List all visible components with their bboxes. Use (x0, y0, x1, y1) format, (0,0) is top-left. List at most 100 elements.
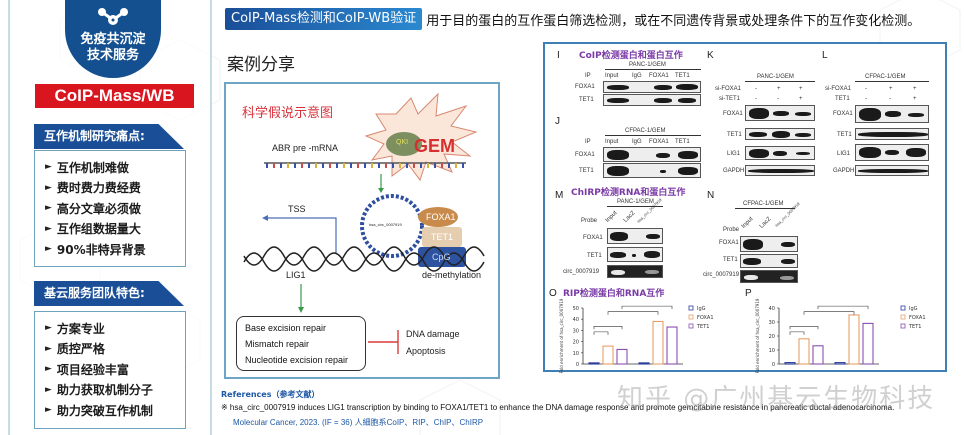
condition-value: + (889, 86, 893, 92)
lane-label: Input (605, 73, 619, 79)
diagram-title: 科学假说示意图 (242, 106, 334, 121)
list-item-label: 互作组数据量大 (56, 222, 141, 237)
row-label: FOXA1 (575, 84, 595, 90)
list-item-label: 方案专业 (56, 321, 105, 336)
blot-strip (603, 94, 701, 106)
mrna-bases (266, 163, 464, 168)
banner-description: 用于目的蛋白的互作蛋白筛选检测，或在不同遗传背景或处理条件下的互作变化检测。 (426, 13, 921, 29)
coip-badge: CoIP-Mass/WB (35, 84, 194, 108)
tet1-protein-icon (422, 227, 462, 247)
blot-strip (603, 81, 701, 93)
svg-text:30: 30 (573, 328, 579, 334)
references: References（参考文献） ※ hsa_circ_0007919 indu… (221, 389, 894, 427)
svg-text:40: 40 (573, 317, 579, 323)
condition-value: - (889, 96, 891, 102)
blot-strip (607, 228, 663, 244)
hypothesis-illustration (243, 92, 485, 354)
repair-item: Mismatch repair (245, 339, 310, 349)
lane-label: TET1 (675, 139, 690, 145)
panel-i-title: CoIP检测蛋白和蛋白互作 (579, 51, 683, 61)
list-item: ►高分文章必须做 (45, 198, 185, 219)
svg-text:10: 10 (573, 351, 579, 357)
reference-journal: Molecular Cancer, 2023. (IF = 36) 人細胞系Co… (233, 418, 484, 427)
team-features-list: ►方案专业 ►质控严格 ►项目经验丰富 ►助力获取机制分子 ►助力突破互作机制 (34, 311, 186, 429)
blot-strip (603, 163, 701, 178)
team-features-heading: 基云服务团队特色: (34, 281, 184, 306)
row-label: GAPDH (833, 168, 855, 174)
lane-label: Input (604, 210, 619, 224)
panel-i-cell: PANC-1/GEM (629, 62, 666, 68)
blot-strip (740, 236, 798, 252)
list-item-label: 项目经验丰富 (56, 362, 129, 377)
foxa1-label: FOXA1 (426, 212, 456, 222)
blot-strip (740, 254, 798, 268)
svg-text:Fold enrichment of hsa_circ_00: Fold enrichment of hsa_circ_0007919 (755, 298, 760, 373)
list-item-label: 高分文章必须做 (56, 201, 141, 216)
probe-label: Probe (581, 218, 598, 224)
blot-strip (855, 144, 929, 161)
list-item-label: 助力突破互作机制 (56, 403, 153, 418)
panel-o-title: RIP检测蛋白和RNA互作 (563, 289, 665, 299)
bullet-arrow-icon: ► (45, 223, 52, 234)
repair-pathways-box: Base excision repair Mismatch repair Nuc… (236, 316, 366, 371)
list-item: ►90%非特异背景 (45, 239, 185, 260)
lane-label: FOXA1 (649, 73, 669, 79)
svg-text:30: 30 (769, 320, 775, 326)
gem-label: GEM (414, 136, 456, 156)
list-item: ►质控严格 (45, 339, 185, 360)
list-item-label: 90%非特异背景 (56, 242, 146, 257)
references-title: References（参考文献） (221, 390, 320, 399)
row-label: FOXA1 (575, 152, 595, 158)
panel-m-cell: PANC-1/GEM (617, 199, 654, 205)
panel-j-cell: CFPAC-1/GEM (625, 128, 666, 134)
pain-points-list: ►互作机制难做 ►费时费力费经费 ►高分文章必须做 ►互作组数据量大 ►90%非… (34, 150, 186, 267)
blot-strip (855, 128, 929, 140)
list-item: ►助力获取机制分子 (45, 380, 185, 401)
condition-value: - (755, 86, 757, 92)
banner-tag: CoIP-Mass检测和CoIP-WB验证 (225, 8, 423, 30)
panel-label-p: P (745, 288, 752, 299)
condition-value: - (865, 86, 867, 92)
service-title-line2: 技术服务 (86, 48, 139, 63)
ip-label: IP (585, 73, 591, 79)
svg-text:FOXA1: FOXA1 (909, 315, 926, 321)
molecule-icon (98, 8, 128, 25)
panel-label-n: N (707, 190, 715, 201)
reference-citation: ※ hsa_circ_0007919 induces LIG1 transcri… (221, 403, 895, 412)
blot-strip (607, 247, 663, 262)
blot-strip (745, 128, 815, 140)
row-label: circ_0007919 (703, 272, 740, 278)
foxa1-protein-icon (418, 207, 458, 227)
svg-text:IgG: IgG (909, 306, 918, 312)
condition-value: - (755, 96, 757, 102)
row-label: FOXA1 (719, 240, 739, 246)
arrow-down-icon (378, 188, 384, 193)
probe-label: Probe (723, 227, 740, 233)
condition-label: si-FOXA1 (825, 86, 852, 92)
row-label: TET1 (837, 132, 852, 138)
lane-label: FOXA1 (649, 139, 669, 145)
left-panel: 免疫共沉淀 技术服务 CoIP-Mass/WB 互作机制研究痛点: ►互作机制难… (8, 0, 212, 435)
outcome-apoptosis: Apoptosis (406, 346, 446, 356)
tet1-label: TET1 (431, 232, 454, 242)
svg-text:Fold enrichment of hsa_circ_00: Fold enrichment of hsa_circ_0007919 (559, 298, 564, 373)
ip-label: IP (585, 139, 591, 145)
demethylation-label: de-methylation (422, 270, 482, 280)
svg-text:TET1: TET1 (696, 324, 709, 330)
panel-label-o: O (549, 288, 557, 299)
gem-burst-icon (364, 92, 478, 182)
svg-text:0: 0 (576, 362, 579, 368)
bullet-arrow-icon: ► (45, 343, 52, 354)
svg-text:20: 20 (769, 334, 775, 340)
qki-protein-icon (386, 132, 422, 156)
lane-label: Input (740, 216, 755, 230)
outcome-dna-damage: DNA damage (406, 329, 460, 339)
blot-strip (603, 147, 701, 162)
bullet-arrow-icon: ► (45, 182, 52, 193)
lane-label: LacZ (758, 216, 773, 230)
bullet-arrow-icon: ► (45, 162, 52, 173)
svg-text:0: 0 (772, 362, 775, 368)
condition-value: + (799, 86, 803, 92)
